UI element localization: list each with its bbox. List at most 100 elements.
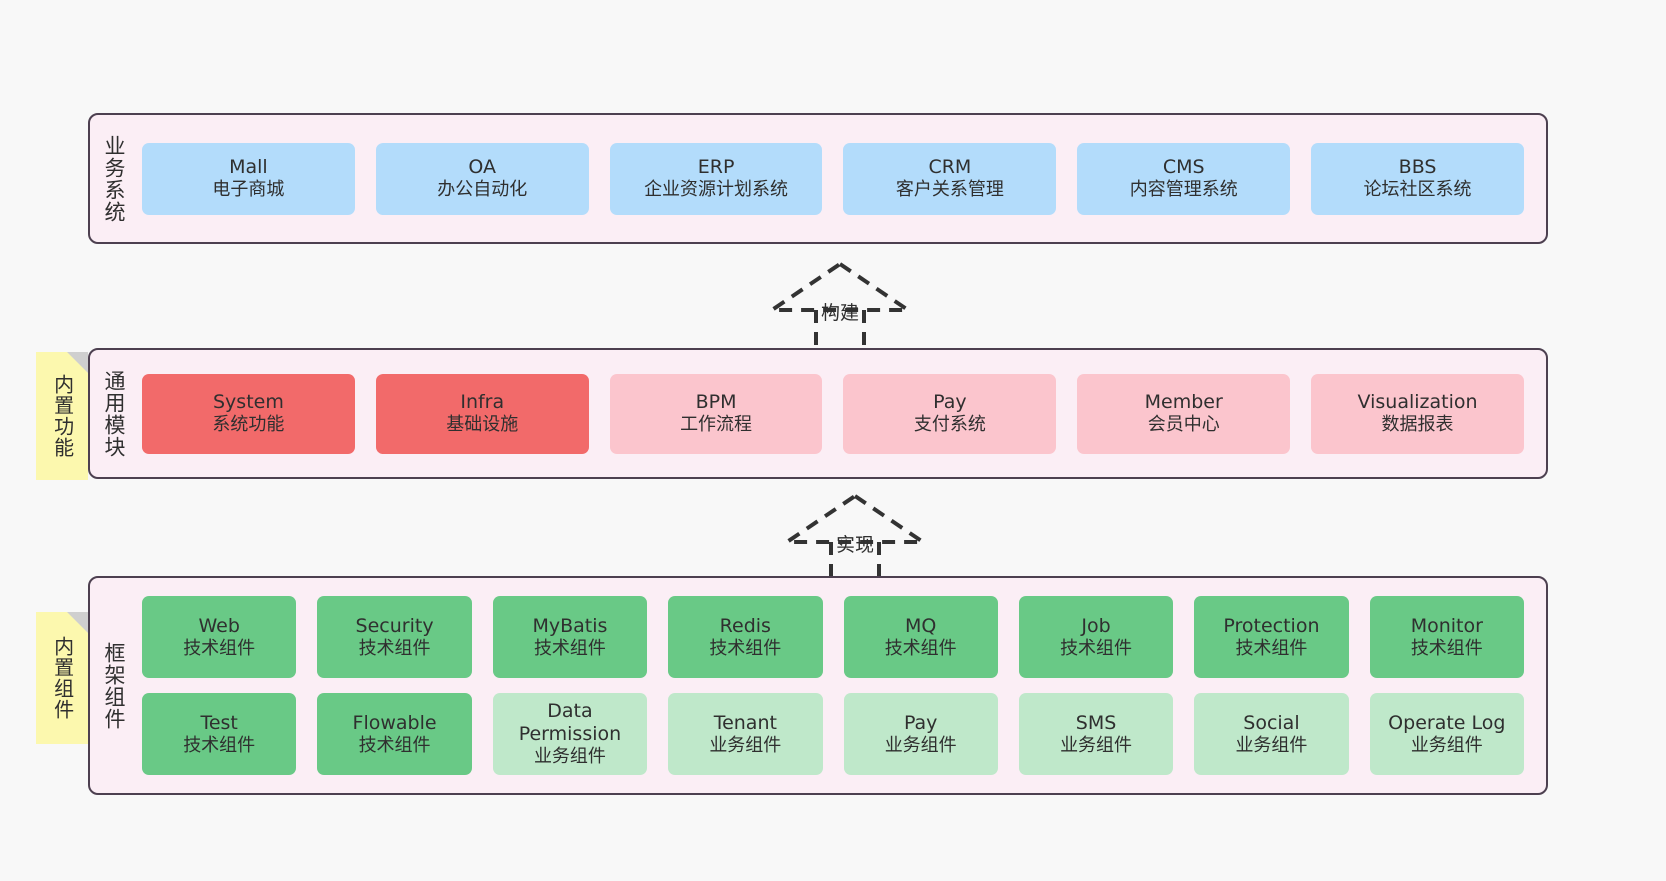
block-sms-cn: 业务组件: [1060, 734, 1133, 756]
block-flowable-en: Flowable: [352, 711, 437, 734]
block-mall-en: Mall: [229, 156, 268, 179]
block-redis-cn: 技术组件: [709, 637, 782, 659]
block-web-en: Web: [198, 614, 240, 637]
block-social-cn: 业务组件: [1235, 734, 1308, 756]
block-crm-cn: 客户关系管理: [895, 179, 1004, 201]
block-pay-module-en: Pay: [933, 391, 967, 414]
arrow-realize-glyph: [780, 493, 930, 586]
block-mq-cn: 技术组件: [884, 637, 957, 659]
layer-framework-component-title: 框架组件: [101, 641, 126, 730]
block-social-en: Social: [1243, 711, 1300, 734]
block-flowable[interactable]: Flowable 技术组件: [317, 693, 472, 775]
block-pay-component-cn: 业务组件: [884, 734, 957, 756]
note-builtin-component: 内置组件: [36, 612, 88, 744]
layer-common-module-title: 通用模块: [101, 369, 126, 458]
block-cms[interactable]: CMS 内容管理系统: [1077, 142, 1291, 215]
block-monitor[interactable]: Monitor 技术组件: [1369, 596, 1524, 678]
block-flowable-cn: 技术组件: [358, 734, 431, 756]
block-monitor-en: Monitor: [1410, 614, 1483, 637]
block-member-cn: 会员中心: [1147, 414, 1220, 436]
block-sms-en: SMS: [1075, 711, 1117, 734]
block-bbs[interactable]: BBS 论坛社区系统: [1311, 142, 1524, 215]
layer-common-module: 通用模块 System 系统功能 Infra 基础设施 BPM 工作流程 Pay: [88, 348, 1548, 479]
block-data-permission[interactable]: Data Permission 业务组件: [492, 693, 648, 775]
block-test-en: Test: [200, 711, 238, 734]
block-monitor-cn: 技术组件: [1410, 637, 1483, 659]
block-pay-component[interactable]: Pay 业务组件: [843, 693, 998, 775]
arrow-realize: 实现: [775, 490, 935, 586]
block-visualization[interactable]: Visualization 数据报表: [1311, 373, 1524, 454]
block-redis-en: Redis: [719, 614, 771, 637]
block-redis[interactable]: Redis 技术组件: [668, 596, 823, 678]
layer-business-system-title: 业务系统: [101, 134, 126, 223]
note-builtin-function: 内置功能: [36, 352, 88, 480]
block-cms-cn: 内容管理系统: [1129, 179, 1238, 201]
block-job[interactable]: Job 技术组件: [1018, 596, 1174, 678]
block-member[interactable]: Member 会员中心: [1077, 373, 1291, 454]
block-cms-en: CMS: [1162, 156, 1205, 179]
common-row: System 系统功能 Infra 基础设施 BPM 工作流程 Pay 支付系统…: [142, 373, 1524, 454]
block-bpm-en: BPM: [695, 391, 737, 414]
block-test-cn: 技术组件: [183, 734, 256, 756]
block-protection-cn: 技术组件: [1235, 637, 1308, 659]
business-row: Mall 电子商城 OA 办公自动化 ERP 企业资源计划系统 CRM 客户关系…: [142, 142, 1524, 215]
arrow-build-glyph: [765, 261, 915, 354]
block-data-permission-cn: 业务组件: [533, 746, 606, 767]
block-sms[interactable]: SMS 业务组件: [1018, 693, 1174, 775]
block-member-en: Member: [1144, 391, 1223, 414]
note-fold-icon: [67, 352, 88, 373]
block-job-cn: 技术组件: [1060, 637, 1133, 659]
block-operate-log[interactable]: Operate Log 业务组件: [1369, 693, 1524, 775]
block-mq[interactable]: MQ 技术组件: [843, 596, 998, 678]
block-mall-cn: 电子商城: [212, 179, 285, 201]
block-erp[interactable]: ERP 企业资源计划系统: [609, 142, 823, 215]
framework-row-tech: Web 技术组件 Security 技术组件 MyBatis 技术组件 Redi…: [142, 596, 1524, 678]
block-pay-module[interactable]: Pay 支付系统: [843, 373, 1057, 454]
block-infra[interactable]: Infra 基础设施: [375, 373, 589, 454]
block-job-en: Job: [1081, 614, 1111, 637]
layer-business-system: 业务系统 Mall 电子商城 OA 办公自动化 ERP 企业资源计划系统 CRM: [88, 113, 1548, 244]
block-system-cn: 系统功能: [212, 414, 285, 436]
block-social[interactable]: Social 业务组件: [1194, 693, 1349, 775]
block-mybatis-en: MyBatis: [532, 614, 608, 637]
block-security-en: Security: [355, 614, 434, 637]
arrow-build: 构建: [760, 258, 920, 354]
block-protection-en: Protection: [1223, 614, 1320, 637]
block-tenant-cn: 业务组件: [709, 734, 782, 756]
note-fold-icon: [67, 612, 88, 633]
block-operate-log-cn: 业务组件: [1410, 734, 1483, 756]
block-system-en: System: [212, 391, 284, 414]
block-security[interactable]: Security 技术组件: [317, 596, 472, 678]
block-test[interactable]: Test 技术组件: [142, 693, 297, 775]
block-protection[interactable]: Protection 技术组件: [1194, 596, 1349, 678]
block-bbs-cn: 论坛社区系统: [1363, 179, 1472, 201]
block-mall[interactable]: Mall 电子商城: [142, 142, 355, 215]
layer-framework-component-body: Web 技术组件 Security 技术组件 MyBatis 技术组件 Redi…: [136, 578, 1546, 793]
block-oa[interactable]: OA 办公自动化: [375, 142, 589, 215]
block-oa-en: OA: [468, 156, 497, 179]
block-tenant[interactable]: Tenant 业务组件: [668, 693, 823, 775]
block-mybatis-cn: 技术组件: [533, 637, 606, 659]
block-system[interactable]: System 系统功能: [142, 373, 355, 454]
block-infra-en: Infra: [460, 391, 505, 414]
block-security-cn: 技术组件: [358, 637, 431, 659]
block-mq-en: MQ: [905, 614, 937, 637]
block-mybatis[interactable]: MyBatis 技术组件: [492, 596, 648, 678]
block-crm[interactable]: CRM 客户关系管理: [843, 142, 1057, 215]
block-visualization-en: Visualization: [1357, 391, 1478, 414]
layer-business-system-body: Mall 电子商城 OA 办公自动化 ERP 企业资源计划系统 CRM 客户关系…: [136, 115, 1546, 242]
block-operate-log-en: Operate Log: [1388, 711, 1506, 734]
block-infra-cn: 基础设施: [446, 414, 519, 436]
framework-row-business: Test 技术组件 Flowable 技术组件 Data Permission …: [142, 693, 1524, 775]
block-web[interactable]: Web 技术组件: [142, 596, 297, 678]
block-bbs-en: BBS: [1398, 156, 1437, 179]
layer-common-module-body: System 系统功能 Infra 基础设施 BPM 工作流程 Pay 支付系统…: [136, 350, 1546, 477]
block-oa-cn: 办公自动化: [437, 179, 528, 201]
block-bpm-cn: 工作流程: [680, 414, 753, 436]
note-builtin-component-label: 内置组件: [50, 636, 75, 720]
block-data-permission-en: Data Permission: [518, 700, 622, 746]
block-visualization-cn: 数据报表: [1381, 414, 1454, 436]
block-pay-module-cn: 支付系统: [913, 414, 986, 436]
block-bpm[interactable]: BPM 工作流程: [609, 373, 823, 454]
